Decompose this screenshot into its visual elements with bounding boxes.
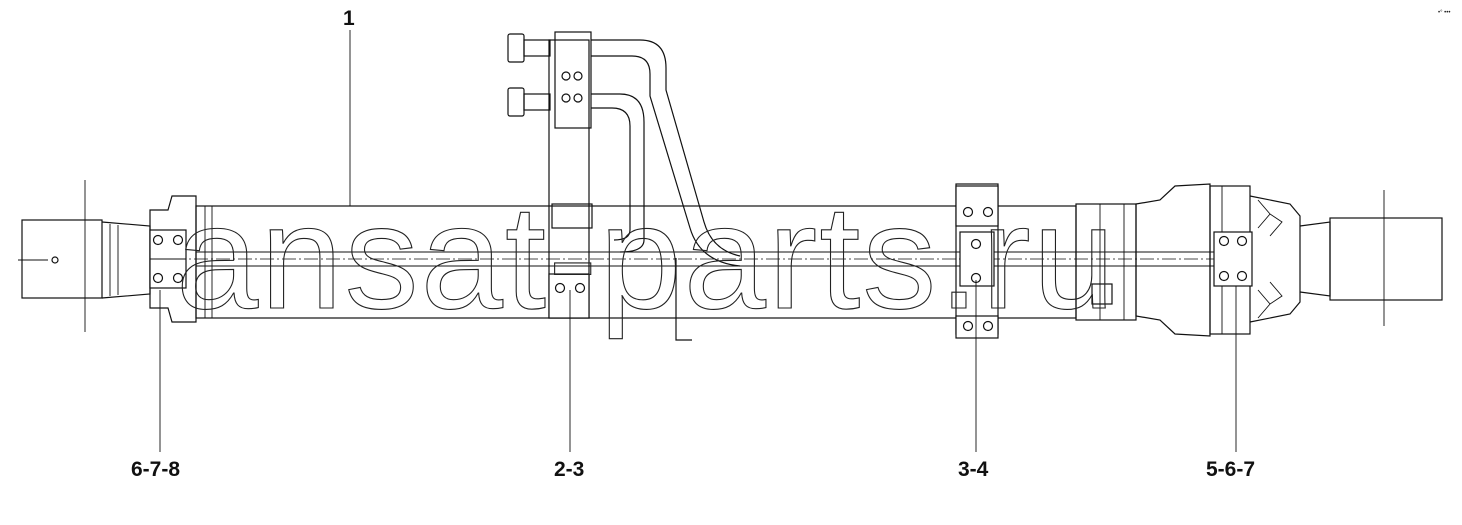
right-rod-end bbox=[1299, 190, 1443, 326]
cylinder-body bbox=[150, 203, 1240, 321]
callout-1: 1 bbox=[343, 7, 355, 30]
callout-6-7-8: 6-7-8 bbox=[131, 458, 180, 481]
left-rod-end bbox=[18, 180, 151, 332]
leader-lines bbox=[159, 30, 1237, 452]
tube-clamp-bracket bbox=[955, 183, 999, 339]
callout-3-4: 3-4 bbox=[958, 458, 989, 481]
callout-2-3: 2-3 bbox=[554, 458, 584, 481]
hose-clamp-bracket bbox=[507, 31, 741, 341]
watermark-text: ansat-parts.ru bbox=[176, 175, 1117, 340]
corner-mark: •° ••• bbox=[1438, 10, 1450, 16]
callout-5-6-7: 5-6-7 bbox=[1206, 458, 1255, 481]
right-end-housing bbox=[1135, 183, 1301, 337]
